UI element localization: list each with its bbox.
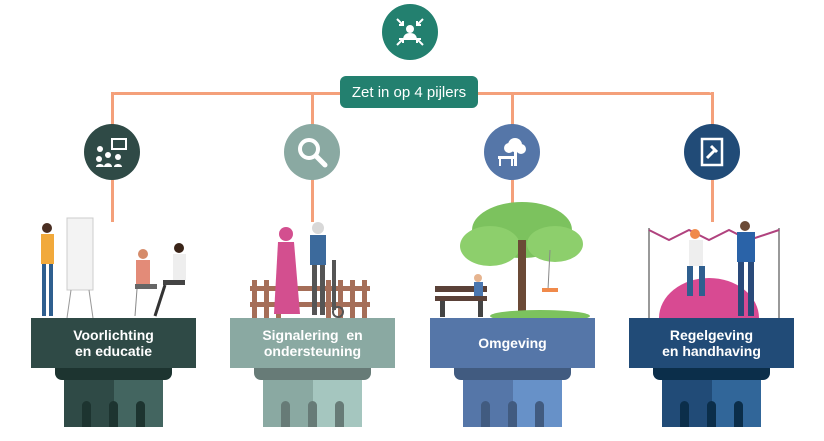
header-label: Zet in op 4 pijlers [340,76,478,108]
magnifier-icon [284,124,340,180]
pillar-shaft [263,380,362,427]
top-focus-icon [382,4,438,60]
pillar-capital [454,368,571,380]
law-book-gavel-icon [684,124,740,180]
scene-education [31,200,196,319]
title-line-1: Regelgeving [669,327,754,343]
scene-support [230,200,395,318]
title-line-1: Voorlichting [73,327,154,343]
pillar-capital [55,368,172,380]
presentation-group-icon [84,124,140,180]
pillar-capital [254,368,371,380]
pillar-shaft [463,380,562,427]
scene-environment [430,200,595,322]
title-line-1: Omgeving [478,335,547,351]
pillar-title: Omgeving [430,318,595,368]
pillar-shaft [64,380,163,427]
title-line-2: en handhaving [662,343,761,359]
title-line-1: Signalering en [262,327,363,343]
tree-bench-icon [484,124,540,180]
pillar-capital [653,368,770,380]
pillar-omgeving: Omgeving [430,318,595,428]
scene-regulation [629,200,794,318]
pillar-shaft [662,380,761,427]
title-line-2: ondersteuning [263,343,362,359]
title-line-2: en educatie [74,343,153,359]
